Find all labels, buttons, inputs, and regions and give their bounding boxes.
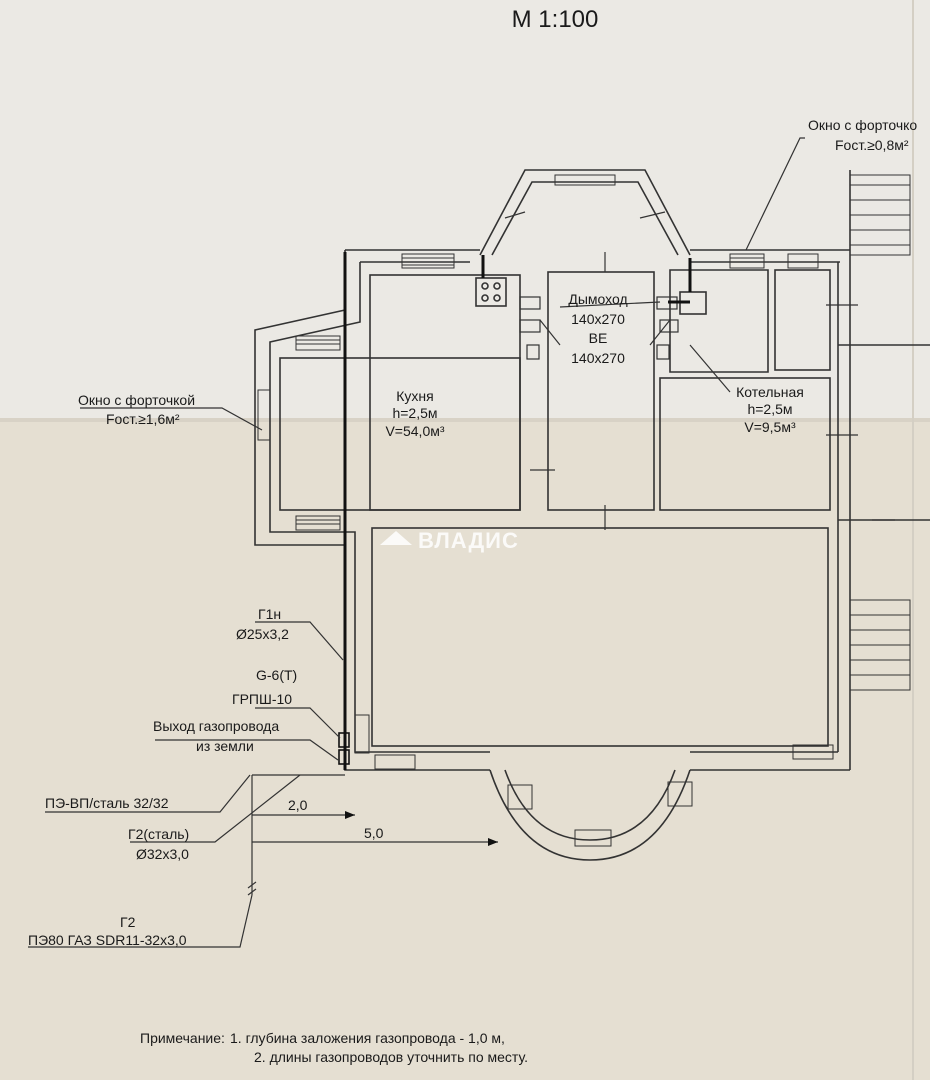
pipeline-exit-label: Выход газопровода bbox=[153, 718, 280, 734]
windows bbox=[257, 174, 911, 847]
meter-box bbox=[338, 732, 350, 748]
pe80-pipe-label: ПЭ80 ГАЗ SDR11-32х3,0 bbox=[28, 932, 187, 948]
chimney-ve: ВЕ bbox=[588, 330, 608, 346]
boiler-room-name: Котельная bbox=[736, 384, 804, 400]
paper-fold-horizontal bbox=[0, 418, 930, 422]
window-right-area: Fост.≥0,8м² bbox=[835, 137, 909, 153]
gas-meter-label: G-6(Т) bbox=[256, 667, 298, 683]
house-icon bbox=[380, 531, 412, 546]
gas-pipeline bbox=[343, 252, 692, 770]
pipe-diameter-2: Ø32х3,0 bbox=[136, 846, 189, 862]
dimension-arrows bbox=[345, 811, 498, 846]
watermark-text: ВЛАДИС bbox=[418, 528, 519, 553]
dimension-2m: 2,0 bbox=[288, 797, 308, 813]
boiler-room-volume: V=9,5м³ bbox=[744, 419, 796, 435]
gas-line-g1n: Г1н bbox=[258, 606, 282, 622]
kitchen-volume: V=54,0м³ bbox=[385, 423, 445, 439]
leader-lines bbox=[28, 137, 805, 948]
section-ticks bbox=[504, 211, 895, 530]
g2-label: Г2 bbox=[120, 914, 136, 930]
chimney-name: Дымоход bbox=[568, 291, 628, 307]
gas-stove bbox=[475, 277, 507, 307]
kitchen-height: h=2,5м bbox=[392, 405, 438, 421]
regulator-box bbox=[338, 749, 350, 765]
paper-background-bottom bbox=[0, 420, 930, 1080]
window-right-label: Окно с форточко bbox=[808, 117, 918, 133]
note-prefix: Примечание: bbox=[140, 1030, 225, 1046]
g2-steel-label: Г2(сталь) bbox=[128, 826, 190, 842]
chimney-size-1: 140х270 bbox=[571, 311, 625, 327]
pipe-diameter-1: Ø25х3,2 bbox=[236, 626, 289, 642]
chimney-size-2: 140х270 bbox=[571, 350, 625, 366]
dimension-5m: 5,0 bbox=[364, 825, 384, 841]
watermark: ВЛАДИС bbox=[380, 528, 519, 554]
note-line-2: 2. длины газопроводов уточнить по месту. bbox=[254, 1049, 528, 1065]
window-left-area: Fост.≥1,6м² bbox=[106, 411, 180, 427]
kitchen-name: Кухня bbox=[396, 388, 434, 404]
paper-fold-vertical bbox=[912, 0, 914, 1080]
interior-walls bbox=[279, 269, 831, 747]
chimney-vents bbox=[519, 296, 679, 360]
outer-wall bbox=[254, 169, 930, 861]
window-left-label: Окно с форточкой bbox=[78, 392, 196, 408]
boiler-room-height: h=2,5м bbox=[747, 401, 793, 417]
gas-regulator-label: ГРПШ-10 bbox=[232, 691, 293, 707]
note-line-1: 1. глубина заложения газопровода - 1,0 м… bbox=[230, 1030, 505, 1046]
pe-steel-label: ПЭ-ВП/сталь 32/32 bbox=[45, 795, 169, 811]
drawing-scale: М 1:100 bbox=[511, 6, 599, 33]
pipeline-exit-label-2: из земли bbox=[196, 738, 254, 754]
